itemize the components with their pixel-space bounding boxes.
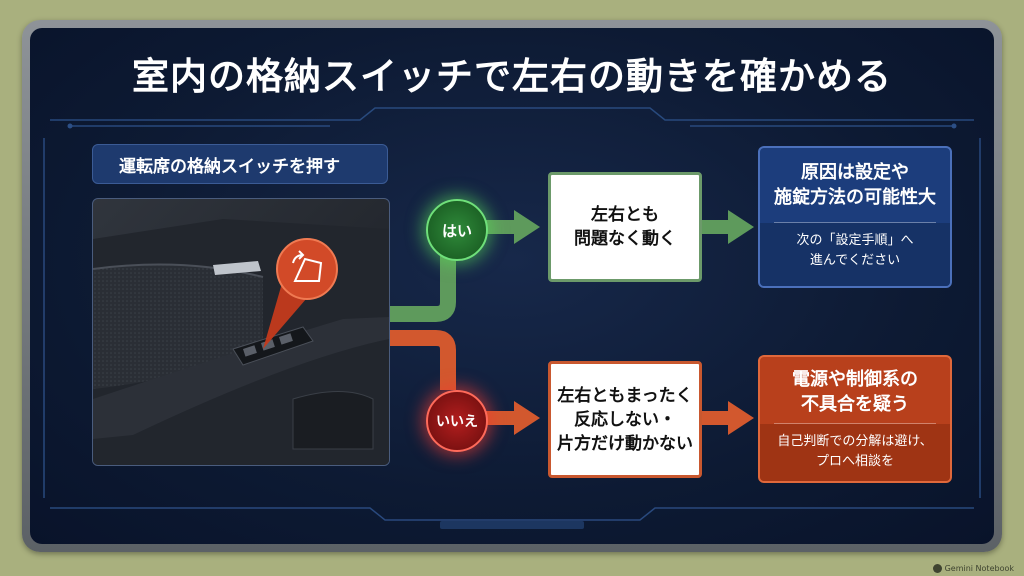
- divider: [774, 423, 936, 424]
- no-outcome-heading-line: 電源や制御系の: [792, 369, 918, 390]
- yes-badge-label: はい: [441, 221, 472, 240]
- yes-outcome-box: 原因は設定や 施錠方法の可能性大 次の「設定手順」へ 進んでください: [758, 146, 952, 288]
- diagram-screen: 室内の格納スイッチで左右の動きを確かめる 運転席の格納スイッチを押す: [30, 28, 994, 544]
- no-outcome-note: 自己判断での分解は避け、 プロへ相談を: [760, 424, 950, 481]
- door-panel-image: [92, 198, 390, 466]
- page-title: 室内の格納スイッチで左右の動きを確かめる: [132, 55, 892, 98]
- no-outcome-note-line: 自己判断での分解は避け、: [777, 434, 933, 449]
- no-result-line: 片方だけ動かない: [557, 433, 693, 454]
- yes-badge: はい: [426, 199, 488, 261]
- no-badge: いいえ: [426, 390, 488, 452]
- watermark: Gemini Notebook: [932, 564, 1014, 573]
- start-label: 運転席の格納スイッチを押す: [92, 144, 388, 184]
- no-result-line: 反応しない・: [574, 409, 676, 430]
- no-outcome-heading-line: 不具合を疑う: [801, 394, 909, 415]
- no-result-line: 左右ともまったく: [557, 385, 693, 406]
- no-outcome-heading: 電源や制御系の 不具合を疑う: [760, 357, 950, 423]
- no-badge-label: いいえ: [436, 414, 478, 430]
- notebook-logo-icon: [932, 564, 942, 573]
- door-illustration: [93, 219, 389, 465]
- mirror-fold-icon: [292, 250, 323, 282]
- no-outcome-note-line: プロへ相談を: [815, 454, 894, 469]
- yes-outcome-note-line: 次の「設定手順」へ: [796, 233, 914, 248]
- device-frame: 室内の格納スイッチで左右の動きを確かめる 運転席の格納スイッチを押す: [22, 20, 1002, 552]
- watermark-text: Gemini Notebook: [944, 564, 1014, 573]
- yes-result-line: 問題なく動く: [574, 229, 676, 249]
- yes-outcome-note-line: 進んでください: [809, 253, 901, 268]
- divider: [774, 222, 936, 223]
- yes-outcome-note: 次の「設定手順」へ 進んでください: [760, 223, 950, 286]
- no-outcome-box: 電源や制御系の 不具合を疑う 自己判断での分解は避け、 プロへ相談を: [758, 355, 952, 483]
- hud-decoration: [43, 107, 981, 529]
- yes-outcome-heading-line: 施錠方法の可能性大: [774, 187, 936, 208]
- no-connector: [380, 330, 456, 390]
- yes-outcome-heading-line: 原因は設定や: [801, 162, 909, 183]
- yes-connector: [380, 256, 456, 322]
- yes-result-line: 左右とも: [591, 205, 659, 225]
- yes-result-box: 左右とも 問題なく動く: [548, 172, 702, 282]
- no-result-box: 左右ともまったく 反応しない・ 片方だけ動かない: [548, 361, 702, 478]
- yes-outcome-heading: 原因は設定や 施錠方法の可能性大: [760, 148, 950, 222]
- start-label-text: 運転席の格納スイッチを押す: [119, 156, 340, 177]
